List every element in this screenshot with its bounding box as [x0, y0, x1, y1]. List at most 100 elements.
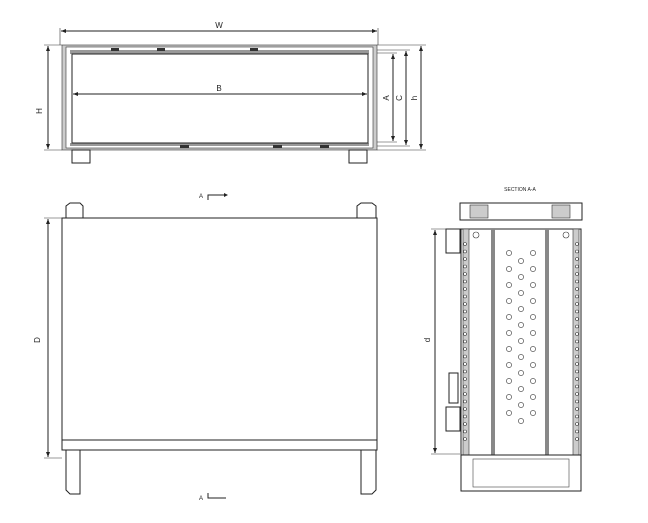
- vent-hole: [518, 370, 524, 376]
- rail-hole: [463, 429, 467, 434]
- rail-hole: [463, 437, 467, 441]
- vent-hole: [518, 322, 524, 328]
- rail-hole: [463, 309, 467, 314]
- rail-hole: [463, 242, 467, 246]
- label-c: C: [395, 95, 404, 101]
- rail-hole: [575, 422, 579, 426]
- rail-hole: [575, 437, 579, 441]
- vent-hole: [530, 250, 536, 256]
- vent-hole: [506, 394, 512, 400]
- vent-hole: [530, 330, 536, 336]
- rail-hole: [575, 272, 579, 276]
- front-foot-right: [348, 149, 368, 164]
- vent-hole: [530, 394, 536, 400]
- rail-hole: [463, 414, 467, 419]
- rail-hole: [575, 399, 579, 404]
- rail-hole: [463, 422, 467, 426]
- rail-hole: [463, 399, 467, 404]
- rail-hole: [575, 317, 579, 321]
- label-w: W: [215, 21, 223, 30]
- rail-hole: [463, 347, 467, 351]
- front-foot-left: [71, 149, 91, 164]
- vent-hole: [506, 250, 512, 256]
- vent-hole: [530, 266, 536, 272]
- rail-hole: [463, 407, 467, 411]
- label-h-lower: h: [410, 96, 419, 100]
- rail-hole: [575, 414, 579, 419]
- mount-hole: [472, 231, 480, 239]
- rail-hole: [463, 317, 467, 321]
- vent-hole: [530, 378, 536, 384]
- label-h-upper: H: [35, 108, 44, 114]
- rail-hole: [575, 354, 579, 359]
- rail-hole: [575, 287, 579, 291]
- rail-hole: [575, 362, 579, 366]
- rail-hole: [463, 392, 467, 396]
- vent-hole: [506, 378, 512, 384]
- rail-hole: [575, 369, 579, 374]
- rail-hole: [463, 287, 467, 291]
- vent-hole: [518, 402, 524, 408]
- rail-hole: [463, 332, 467, 336]
- mount-hole: [562, 231, 570, 239]
- vent-hole: [518, 418, 524, 424]
- rail-hole: [575, 257, 579, 261]
- rail-hole: [463, 272, 467, 276]
- label-a: A: [382, 95, 391, 101]
- vent-hole: [506, 266, 512, 272]
- vent-hole: [506, 346, 512, 352]
- rail-hole: [575, 279, 579, 284]
- rail-hole: [575, 339, 579, 344]
- rail-hole: [575, 242, 579, 246]
- vent-hole: [530, 362, 536, 368]
- rail-hole: [575, 324, 579, 329]
- vent-hole: [530, 346, 536, 352]
- rail-hole: [575, 347, 579, 351]
- rail-hole: [463, 324, 467, 329]
- rail-hole: [463, 377, 467, 381]
- rail-hole: [575, 392, 579, 396]
- rail-hole: [463, 264, 467, 269]
- section-marker-bottom: A: [199, 496, 203, 502]
- rail-hole: [463, 257, 467, 261]
- front-view: W B H A C h: [35, 21, 426, 164]
- vent-hole: [518, 338, 524, 344]
- label-d-lower: d: [423, 338, 432, 342]
- label-d-upper: D: [33, 337, 42, 343]
- vent-hole: [518, 290, 524, 296]
- front-opening: [71, 53, 369, 144]
- side-panel: [61, 217, 378, 441]
- rail-hole: [463, 369, 467, 374]
- side-view: D: [33, 202, 378, 495]
- rail-hole: [575, 407, 579, 411]
- vent-hole: [506, 362, 512, 368]
- vent-hole: [530, 282, 536, 288]
- section-marker-top: A: [199, 194, 203, 200]
- vent-hole: [506, 410, 512, 416]
- rail-hole: [575, 294, 579, 299]
- rail-hole: [463, 384, 467, 389]
- vent-hole: [518, 354, 524, 360]
- vent-hole: [530, 314, 536, 320]
- rail-hole: [575, 264, 579, 269]
- rail-hole: [463, 339, 467, 344]
- label-b: B: [216, 84, 221, 93]
- vent-hole: [518, 386, 524, 392]
- rail-hole: [463, 249, 467, 254]
- rail-hole: [575, 377, 579, 381]
- section-title: SECTION A-A: [504, 187, 536, 193]
- rail-hole: [463, 362, 467, 366]
- rail-hole: [463, 354, 467, 359]
- rail-hole: [575, 429, 579, 434]
- vent-hole: [530, 410, 536, 416]
- vent-hole: [530, 298, 536, 304]
- rail-hole: [463, 279, 467, 284]
- rail-hole: [463, 302, 467, 306]
- vent-hole: [506, 330, 512, 336]
- vent-hole: [506, 314, 512, 320]
- vent-hole: [518, 306, 524, 312]
- rail-hole: [575, 309, 579, 314]
- rail-hole: [575, 302, 579, 306]
- rail-hole: [575, 249, 579, 254]
